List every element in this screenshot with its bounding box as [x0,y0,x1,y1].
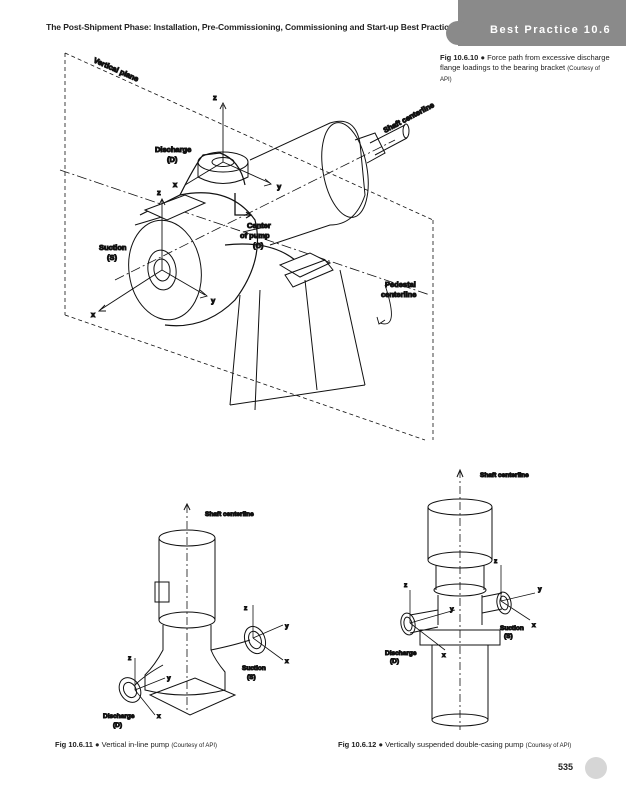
axis-z-label-2: z [404,582,408,589]
axis-z-label: z [494,558,498,565]
bullet: ● [378,740,383,749]
axis-y-label: y [538,586,542,593]
suction-label: Suction [500,625,524,632]
suction-code: (S) [107,253,118,262]
axis-arrows [409,565,536,651]
caption-text: Vertically suspended double-casing pump [385,740,524,749]
running-title: The Post-Shipment Phase: Installation, P… [46,22,458,32]
center-label-1: Center [247,221,271,230]
axis-z-label: z [213,93,217,102]
bearing-housing [249,120,410,246]
shaft-centerline-line [114,139,396,281]
caption-text: Force path from excessive discharge flan… [440,53,610,72]
bullet: ● [480,53,485,62]
suction-code: (S) [504,633,513,640]
axis-x-label-2: x [91,310,96,319]
shaft-label: Shaft centerline [480,472,529,479]
caption-credit: (Courtesy of API) [171,743,217,749]
pedestal-label: Pedestal [385,280,416,289]
axis-x-label-2: x [442,652,446,659]
casing [134,625,251,696]
section-label: Best Practice 10.6 [490,24,612,36]
axis-z-label: z [244,605,248,612]
suction-flange [243,625,267,655]
pedestal-rotation-arrow [379,284,392,325]
caption-text: Vertical in-line pump [101,740,170,749]
discharge-label: Discharge [103,713,135,720]
force-path-arrow [234,193,250,216]
section-tab [458,0,626,46]
discharge-label: Discharge [155,145,191,154]
axis-x-label: x [532,622,536,629]
discharge-code: (D) [113,722,122,729]
discharge-code: (D) [167,155,178,164]
axis-y-label-2: y [450,606,454,613]
center-code: (C) [253,241,264,250]
page-number-circle [585,757,607,779]
axis-arrows [134,605,284,716]
pedestal-label-2: centerline [381,290,416,299]
suction-flange [128,206,202,321]
vertical-plane-label: Vertical plane [92,56,140,84]
vertical-plane-outline [64,52,434,441]
axis-arrows [97,101,272,312]
caption-credit: (Courtesy of API) [440,65,600,84]
axis-x-label: x [173,180,178,189]
discharge-flange [118,677,142,703]
fig-number: Fig 10.6.12 [338,740,377,749]
pump-feet [143,194,334,288]
pedestal-centerline-line [59,169,431,296]
motor [154,529,216,629]
page-number: 535 [558,762,574,772]
suction-label: Suction [242,665,266,672]
axis-y-label-2: y [167,675,171,682]
pump-casing [139,152,296,327]
suction-label: Suction [99,243,127,252]
suction-flange [481,591,512,615]
fig-number: Fig 10.6.10 [440,53,479,62]
bullet: ● [95,740,100,749]
axis-y-label-2: y [211,296,216,305]
discharge-label: Discharge [385,650,417,657]
column [419,565,501,727]
fig-10-6-11-caption: Fig 10.6.11 ● Vertical in-line pump (Cou… [55,740,315,752]
center-label-2: of pump [240,231,270,240]
axis-y-label: y [277,182,282,191]
fig-10-6-10-caption: Fig 10.6.10 ● Force path from excessive … [440,53,610,86]
shaft-label: Shaft centerline [205,511,254,518]
section-tab-circle [446,21,470,45]
axis-x-label-2: x [157,713,161,720]
pedestal [229,269,366,411]
axis-z-label-2: z [157,188,161,197]
axis-y-label: y [285,623,289,630]
fig-10-6-12-caption: Fig 10.6.12 ● Vertically suspended doubl… [338,740,618,752]
motor [427,498,493,569]
fig-10-6-11-drawing: Shaft centerline Suction (S) Discharge (… [95,500,315,730]
shaft-label: Shaft centerline [382,100,435,134]
discharge-code: (D) [390,658,399,665]
fig-10-6-12-drawing: Shaft centerline Suction (S) Discharge (… [380,465,580,735]
fig-number: Fig 10.6.11 [55,740,93,749]
caption-credit: (Courtesy of API) [525,743,572,749]
axis-x-label: x [285,658,289,665]
suction-code: (S) [247,674,256,681]
axis-z-label-2: z [128,655,132,662]
discharge-flange [400,609,439,636]
fig-10-6-10-drawing: Vertical plane Shaft centerline Discharg… [55,45,435,445]
base-plate [148,677,237,716]
